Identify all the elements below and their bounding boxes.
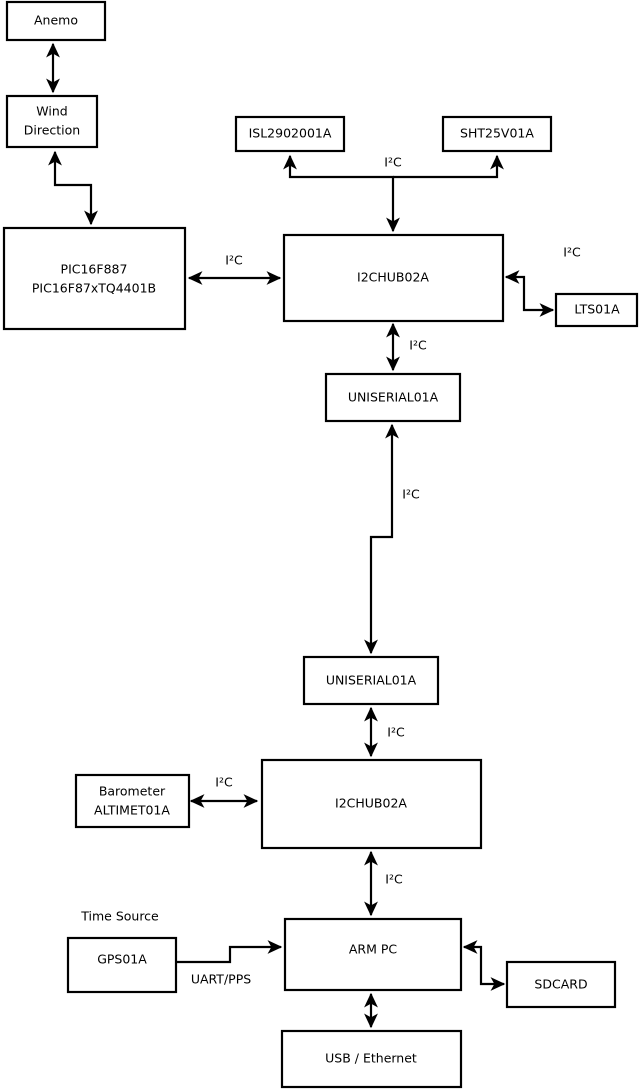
edge-hubtop-sensors-bus: I²C	[283, 154, 504, 233]
edge-label-sensor-bus: I²C	[384, 155, 402, 170]
node-box[interactable]	[260, 758, 483, 850]
node-label-isl2902001a: ISL2902001A	[249, 126, 332, 141]
node-box[interactable]	[283, 917, 463, 992]
edge-pic-hubtop: I²C	[187, 253, 282, 285]
edge-label-hubtop-lts: I²C	[563, 245, 581, 260]
node-label-sht25v01a: SHT25V01A	[460, 126, 534, 141]
node-label-anemo: Anemo	[34, 13, 78, 28]
node-label-i2chub02a-bottom: I2CHUB02A	[335, 796, 407, 811]
edge-armpc-sdcard	[462, 940, 506, 991]
node-box[interactable]	[2, 226, 187, 331]
node-barometer[interactable]: Barometer ALTIMET01A	[74, 773, 191, 829]
node-box[interactable]	[282, 233, 505, 323]
node-label-pic-line2: PIC16F87xTQ4401B	[32, 281, 156, 296]
node-isl2902001a[interactable]: ISL2902001A	[234, 115, 346, 153]
node-label-wind-direction-line2: Direction	[24, 123, 80, 138]
node-box[interactable]	[302, 655, 440, 706]
node-label-uniserial01a-top: UNISERIAL01A	[348, 390, 439, 405]
edge-label-gps-armpc: UART/PPS	[191, 972, 251, 987]
edge-gps-armpc: UART/PPS	[177, 940, 283, 987]
node-label-gps01a: GPS01A	[97, 952, 147, 967]
edge-line	[177, 940, 283, 964]
edge-hubtop-uniserialtop: I²C	[386, 322, 427, 372]
edge-label-barometer-hubbot: I²C	[215, 775, 233, 790]
node-label-wind-direction-line1: Wind	[36, 104, 67, 119]
node-anemo[interactable]: Anemo	[5, 0, 107, 42]
node-uniserial01a-top[interactable]: UNISERIAL01A	[324, 372, 462, 423]
edge-hubtop-lts: I²C	[504, 245, 581, 317]
edge-line	[462, 940, 506, 991]
edge-uniserialbot-hubbot: I²C	[364, 706, 405, 758]
node-i2chub02a-top[interactable]: I2CHUB02A	[282, 233, 505, 323]
node-label-lts01a: LTS01A	[574, 302, 620, 317]
edge-line-isl	[283, 154, 400, 233]
edge-line	[364, 423, 399, 655]
node-uniserial01a-bottom[interactable]: UNISERIAL01A	[302, 655, 440, 706]
node-label-sdcard: SDCARD	[534, 977, 587, 992]
edge-label-pic-hubtop: I²C	[225, 253, 243, 268]
edge-barometer-hubbot: I²C	[189, 775, 259, 808]
node-box[interactable]	[234, 115, 346, 153]
edge-label-uniserial-link: I²C	[402, 487, 420, 502]
node-box[interactable]	[441, 115, 553, 153]
node-arm-pc[interactable]: ARM PC	[283, 917, 463, 992]
node-lts01a[interactable]: LTS01A	[554, 292, 639, 328]
node-label-barometer-line2: ALTIMET01A	[94, 803, 170, 818]
node-box[interactable]	[5, 94, 99, 149]
label-time-source: Time Source	[80, 909, 159, 924]
node-gps01a[interactable]: GPS01A	[66, 936, 178, 994]
node-box[interactable]	[66, 936, 178, 994]
node-wind-direction[interactable]: Wind Direction	[5, 94, 99, 149]
node-box[interactable]	[5, 0, 107, 42]
node-label-pic-line1: PIC16F887	[61, 262, 128, 277]
edge-line	[48, 150, 98, 226]
node-box[interactable]	[74, 773, 191, 829]
node-box[interactable]	[324, 372, 462, 423]
node-pic[interactable]: PIC16F887 PIC16F87xTQ4401B	[2, 226, 187, 331]
node-box[interactable]	[505, 960, 617, 1009]
edge-label-hubtop-uniserialtop: I²C	[409, 338, 427, 353]
edge-uniserial-link: I²C	[364, 423, 420, 655]
node-i2chub02a-bottom[interactable]: I2CHUB02A	[260, 758, 483, 850]
node-sht25v01a[interactable]: SHT25V01A	[441, 115, 553, 153]
edge-label-hubbot-armpc: I²C	[385, 872, 403, 887]
node-label-barometer-line1: Barometer	[99, 784, 166, 799]
node-box[interactable]	[554, 292, 639, 328]
node-label-usb-ethernet: USB / Ethernet	[325, 1051, 417, 1066]
node-label-arm-pc: ARM PC	[349, 942, 398, 957]
node-label-i2chub02a-top: I2CHUB02A	[357, 270, 429, 285]
node-usb-ethernet[interactable]: USB / Ethernet	[280, 1029, 463, 1089]
edge-winddirection-pic	[48, 150, 98, 226]
edge-line	[504, 270, 555, 317]
edge-line-sht	[393, 154, 504, 179]
node-label-uniserial01a-bottom: UNISERIAL01A	[326, 673, 417, 688]
node-sdcard[interactable]: SDCARD	[505, 960, 617, 1009]
node-box[interactable]	[280, 1029, 463, 1089]
edge-label-uniserialbot-hubbot: I²C	[387, 725, 405, 740]
edge-hubbot-armpc: I²C	[364, 850, 403, 917]
